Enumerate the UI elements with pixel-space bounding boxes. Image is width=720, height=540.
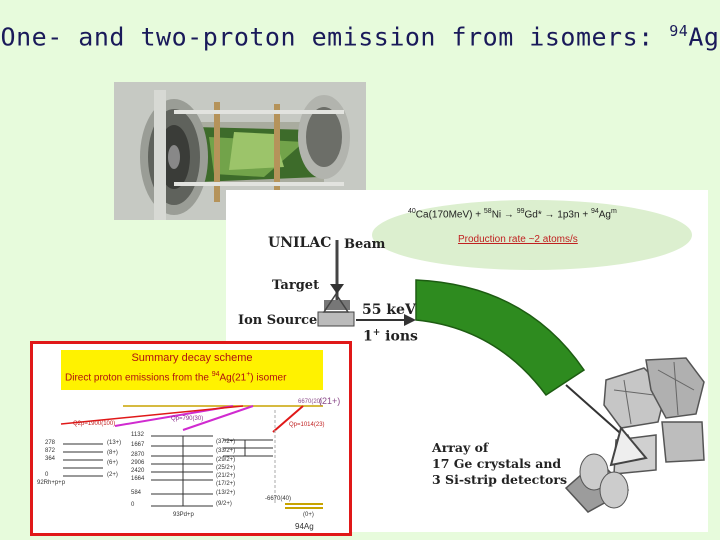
rh-spin-2: (6+): [107, 460, 118, 466]
pd-level-7: 0: [131, 502, 135, 508]
pd-spin-3: (25/2+): [216, 465, 236, 471]
title-mass-number: 94: [669, 22, 689, 40]
level-scheme: [60, 405, 323, 509]
array-label: Array of 17 Ge crystals and 3 Si-strip d…: [432, 440, 568, 487]
ground-energy: -6670(40): [265, 496, 292, 502]
q-2p: Q2p=1900(100): [73, 421, 116, 427]
reaction-equation: 40Ca(170MeV) + 58Ni → 99Gd* → 1p3n + 94A…: [408, 208, 617, 221]
one-proton-arrow-1: [182, 405, 254, 431]
rh-levels: [63, 443, 103, 477]
ions-label: 1+ ions: [363, 328, 418, 345]
target-block: [324, 300, 350, 310]
reaction-ellipse: [372, 200, 692, 270]
ion-path-arrow-icon: [404, 314, 416, 326]
ion-source-block: [317, 311, 355, 327]
ion-source-label: Ion Source: [238, 313, 318, 328]
red-arrow: [60, 405, 244, 425]
pd-spin-2: (29/2+): [216, 457, 236, 463]
pd-spin-4: (21/2+): [216, 473, 236, 479]
ion-trajectory: [565, 384, 629, 441]
bending-magnet: [415, 279, 586, 397]
beam-label: Beam: [344, 237, 386, 252]
target-label: Target: [272, 278, 320, 293]
q-p-2: Qp=1014(23): [289, 422, 325, 428]
slide-title: One- and two-proton emission from isomer…: [0, 22, 720, 51]
pd-spin-5: (17/2+): [216, 481, 236, 487]
pd-level-1: 1667: [131, 442, 145, 448]
ground-spin: (0+): [303, 512, 314, 518]
production-rate: Production rate ~2 atoms/s: [458, 234, 578, 245]
setup-diagram: [317, 240, 705, 513]
rh-level-1: 872: [45, 448, 56, 454]
rh-level-2: 364: [45, 456, 56, 462]
energy-label: 55 keV: [362, 302, 416, 318]
rh-spin-1: (8+): [107, 450, 118, 456]
isomer-energy: 6670(20): [298, 399, 323, 405]
pd-level-5: 1664: [131, 476, 145, 482]
pd-level-6: 584: [131, 490, 142, 496]
pd-level-3: 2906: [131, 460, 145, 466]
ion-source-cone: [322, 292, 350, 313]
q-p-1: Qp=790(30): [171, 416, 204, 422]
decay-scheme-subheading: Direct proton emissions from the 94Ag(21…: [65, 371, 287, 384]
decay-scheme-panel: Summary decay scheme Direct proton emiss…: [30, 341, 352, 536]
pd-level-2: 2870: [131, 452, 145, 458]
ag-label: 94Ag: [295, 522, 314, 531]
rh-label: 92Rh+p+p: [37, 480, 66, 486]
ge-crystal-array: [564, 357, 705, 513]
rh-level-0: 278: [45, 440, 56, 446]
detector-illustration: [114, 82, 366, 220]
pd-levels: [151, 435, 273, 507]
pd-level-0: 1132: [131, 432, 144, 438]
pd-spin-6: (13/2+): [216, 490, 236, 496]
decay-scheme-header: Summary decay scheme Direct proton emiss…: [61, 350, 323, 390]
pd-label: 93Pd+p: [173, 512, 194, 518]
rh-spin-0: (13+): [107, 440, 122, 446]
decay-scheme-heading: Summary decay scheme: [131, 352, 253, 364]
one-proton-arrow-2: [272, 405, 304, 433]
title-text: One- and two-proton emission from isomer…: [0, 22, 670, 52]
unilac-label: UNILAC: [268, 235, 332, 251]
isomer-spin: (21+): [319, 396, 341, 406]
pd-spin-1: (33/2+): [216, 448, 236, 454]
detector-photo: [114, 82, 366, 220]
beam-arrow-icon: [330, 284, 344, 294]
rh-spin-3: (2+): [107, 472, 118, 478]
title-element: Ag: [688, 22, 720, 52]
pd-level-4: 2420: [131, 468, 145, 474]
pd-spin-7: (9/2+): [216, 501, 232, 507]
rh-level-3: 0: [45, 472, 49, 478]
pd-spin-0: (37/2+): [216, 439, 236, 445]
